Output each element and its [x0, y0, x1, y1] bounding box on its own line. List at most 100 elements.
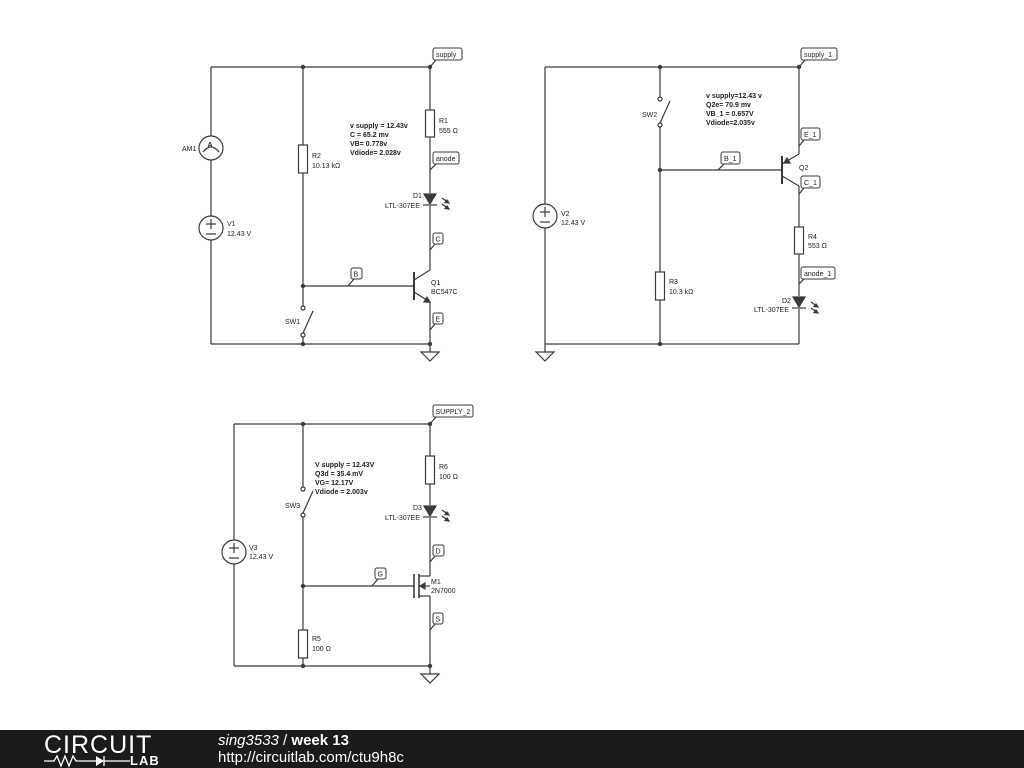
diode-part: LTL-307EE	[385, 515, 420, 522]
diode-part: LTL-307EE	[385, 203, 420, 210]
ammeter-symbol: A	[208, 142, 213, 149]
resistor-r5[interactable]: R5 100 Ω	[297, 629, 331, 659]
diode-part: LTL-307EE	[754, 307, 789, 314]
circuit-2: V2 12.43 V SW2 R3 10.3 kΩ Q2 R4 553 Ω	[532, 47, 838, 362]
junction-dot	[300, 663, 306, 669]
net-tag-c: C	[429, 232, 444, 251]
svg-text:E_1: E_1	[804, 132, 817, 139]
logo-waveform-icon	[44, 754, 130, 768]
svg-text:C: C	[436, 237, 441, 244]
voltage-source-v3[interactable]: V3 12.43 V	[221, 539, 273, 565]
resistor-r1[interactable]: R1 555 Ω	[424, 109, 458, 138]
junction-dot	[300, 421, 306, 427]
svg-text:v supply=12.43 v: v supply=12.43 v	[706, 93, 762, 100]
voltage-source-v2[interactable]: V2 12.43 V	[532, 203, 585, 229]
svg-text:VB= 0.778v: VB= 0.778v	[350, 141, 387, 148]
svg-text:Vdiode=2.035v: Vdiode=2.035v	[706, 120, 755, 127]
net-tag-anode: anode	[429, 151, 460, 171]
r4-name: R4	[808, 234, 817, 241]
r2-name: R2	[312, 153, 321, 160]
author-link[interactable]: sing3533	[218, 732, 279, 749]
led-d3[interactable]: D3 LTL-307EE	[385, 505, 450, 522]
svg-text:supply_1: supply_1	[804, 52, 832, 59]
net-tag-s: S	[429, 612, 444, 631]
junction-dot	[300, 583, 306, 589]
q-part: BC547C	[431, 289, 457, 296]
diode-name: D3	[413, 505, 422, 512]
svg-text:V supply = 12.43V: V supply = 12.43V	[315, 462, 375, 469]
svg-text:anode: anode	[436, 156, 456, 163]
schematic-canvas: A AM1 V1 12.43 V R2 10.13 kΩ SW1 R1	[182, 47, 838, 684]
circuit-3: V3 12.43 V SW3 R5 100 Ω R6 100 Ω D3 LTL-…	[221, 404, 474, 684]
resistor-r6[interactable]: R6 100 Ω	[424, 455, 458, 485]
mosfet-m1[interactable]: M1 2N7000	[413, 574, 456, 598]
net-tag-g: G	[371, 567, 387, 587]
svg-text:E: E	[436, 317, 441, 324]
net-tag-anode-1: anode_1	[798, 266, 836, 285]
svg-text:SUPPLY_2: SUPPLY_2	[436, 409, 471, 416]
svg-text:Vdiode = 2.003v: Vdiode = 2.003v	[315, 489, 368, 496]
ground-symbol	[534, 351, 556, 362]
footer-bar: CIRCUIT LAB sing3533 / week 13 http://ci…	[0, 730, 1024, 768]
svg-text:Q2e= 70.9 mv: Q2e= 70.9 mv	[706, 102, 751, 109]
svg-text:S: S	[436, 617, 441, 624]
switch-sw1[interactable]: SW1	[285, 305, 314, 338]
r6-value: 100 Ω	[439, 474, 458, 481]
svg-text:supply: supply	[436, 52, 457, 59]
diode-name: D1	[413, 193, 422, 200]
ammeter-am1[interactable]: A AM1	[182, 135, 224, 161]
r5-value: 100 Ω	[312, 646, 331, 653]
svg-text:B: B	[354, 272, 359, 279]
junction-dot	[300, 64, 306, 70]
r4-value: 553 Ω	[808, 243, 827, 250]
svg-text:v supply = 12.43v: v supply = 12.43v	[350, 123, 408, 130]
led-d2[interactable]: D2 LTL-307EE	[754, 296, 819, 314]
svg-text:Q3d = 35.4 mV: Q3d = 35.4 mV	[315, 471, 363, 478]
resistor-r2[interactable]: R2 10.13 kΩ	[297, 144, 341, 174]
switch-sw2[interactable]: SW2	[642, 96, 671, 128]
junction-dot	[657, 167, 663, 173]
r3-value: 10.3 kΩ	[669, 289, 693, 296]
junction-dot	[657, 341, 663, 347]
svg-text:anode_1: anode_1	[804, 271, 831, 278]
junction-dot	[427, 663, 433, 669]
junction-dot	[657, 64, 663, 70]
net-tag-b-1: B_1	[717, 151, 741, 171]
net-tag-supply-2: SUPPLY_2	[429, 404, 474, 425]
source-name: V3	[249, 545, 258, 552]
switch-sw3[interactable]: SW3	[285, 486, 314, 518]
circuitlab-logo[interactable]: CIRCUIT LAB	[44, 732, 176, 768]
r2-value: 10.13 kΩ	[312, 163, 340, 170]
annotation-notes-2: v supply=12.43 v Q2e= 70.9 mv VB_1 = 0.6…	[706, 93, 762, 127]
annotation-notes-3: V supply = 12.43V Q3d = 35.4 mV VG= 12.1…	[315, 462, 375, 496]
q-name: Q2	[799, 165, 808, 172]
net-tag-d: D	[429, 544, 445, 563]
source-value: 12.43 V	[249, 554, 273, 561]
svg-text:B_1: B_1	[724, 156, 737, 163]
source-value: 12.43 V	[561, 220, 585, 227]
svg-text:VB_1 = 0.657V: VB_1 = 0.657V	[706, 111, 754, 118]
svg-text:VG= 12.17V: VG= 12.17V	[315, 480, 354, 487]
logo-text-top: CIRCUIT	[44, 731, 153, 759]
ammeter-name: AM1	[182, 146, 197, 153]
logo-text-bottom: LAB	[130, 753, 160, 768]
resistor-r4[interactable]: R4 553 Ω	[793, 226, 827, 255]
resistor-r3[interactable]: R3 10.3 kΩ	[654, 271, 694, 301]
transistor-q2[interactable]: Q2	[781, 153, 808, 187]
circuit-1: A AM1 V1 12.43 V R2 10.13 kΩ SW1 R1	[182, 47, 463, 362]
svg-text:Vdiode= 2.028v: Vdiode= 2.028v	[350, 150, 401, 157]
ground-symbol	[419, 351, 441, 362]
r5-name: R5	[312, 636, 321, 643]
voltage-source-v1[interactable]: V1 12.43 V	[198, 215, 251, 241]
net-tag-e-1: E_1	[798, 127, 821, 147]
svg-text:G: G	[378, 572, 383, 579]
net-tag-b: B	[347, 267, 363, 287]
circuit-url-link[interactable]: http://circuitlab.com/ctu9h8c	[218, 749, 404, 766]
switch-name: SW3	[285, 503, 300, 510]
net-tag-supply-1: supply_1	[798, 47, 838, 68]
led-d1[interactable]: D1 LTL-307EE	[385, 193, 450, 210]
junction-dot	[427, 341, 433, 347]
source-name: V2	[561, 211, 570, 218]
transistor-q1[interactable]: Q1 BC547C	[413, 269, 457, 303]
source-value: 12.43 V	[227, 231, 251, 238]
